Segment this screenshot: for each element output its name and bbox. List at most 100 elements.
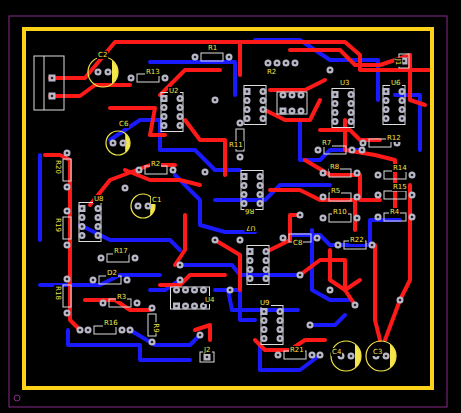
round-pad [177,95,184,102]
drill-hole [334,120,337,123]
part-label: R15 [392,183,408,191]
drill-hole [134,257,137,260]
part-label: R2 [266,68,277,76]
drill-hole [87,329,90,332]
capacitor-polarity [390,344,396,368]
round-pad [64,242,71,249]
resistor-outline [107,254,129,262]
drill-hole [385,117,388,120]
drill-hole [265,277,268,280]
round-pad [354,170,361,177]
square-pad [79,205,86,212]
part-label: C8 [292,239,303,247]
round-pad [383,97,390,104]
drill-hole [403,60,406,63]
resistor-outline [384,171,406,179]
drill-hole [249,259,252,262]
drill-hole [194,56,197,59]
round-pad [383,115,390,122]
round-pad [327,287,334,294]
round-pad [327,67,334,74]
drill-hole [385,108,388,111]
round-pad [348,91,355,98]
drill-hole [175,289,178,292]
drill-hole [411,174,414,177]
part-label: R17 [113,247,129,255]
round-pad [399,88,406,95]
round-pad [277,308,284,315]
round-pad [161,113,168,120]
drill-hole [97,216,100,219]
part-label: R16 [103,319,119,327]
square-pad [247,248,254,255]
round-pad [191,303,198,310]
round-pad [261,317,268,324]
round-pad [383,353,390,360]
round-pad [360,140,367,147]
drill-hole [350,111,353,114]
drill-hole [322,172,325,175]
drill-hole [179,115,182,118]
drill-hole [137,205,140,208]
round-pad [79,223,86,230]
round-pad [260,88,267,95]
drill-hole [81,216,84,219]
round-pad [173,287,180,294]
ic-outline [383,86,405,125]
round-pad [397,297,404,304]
ic-outline [277,92,307,114]
drill-hole [334,93,337,96]
round-pad [237,237,244,244]
round-pad [348,100,355,107]
round-pad [297,212,304,219]
ic-outline [247,246,269,285]
drill-hole [401,99,404,102]
round-pad [375,192,382,199]
drill-hole [107,71,110,74]
round-pad [289,92,296,99]
round-pad [409,172,416,179]
drill-hole [262,108,265,111]
drill-hole [299,274,302,277]
part-label: U9 [259,299,271,307]
round-pad [260,97,267,104]
ic-outline [261,306,283,345]
part-label: R5 [330,187,341,195]
resistor-outline [384,191,406,199]
round-pad [122,185,129,192]
resistor-outline [63,285,71,307]
square-pad [383,88,390,95]
round-pad [177,277,184,284]
drill-hole [214,239,217,242]
round-pad [85,327,92,334]
square-pad [261,308,268,315]
round-pad [263,275,270,282]
drill-hole [265,268,268,271]
part-label: R13 [145,68,161,76]
drill-hole [175,305,178,308]
resistor-outline [63,159,71,181]
drill-hole [202,289,205,292]
drill-hole [249,250,252,253]
round-pad [375,214,382,221]
round-pad [260,106,267,113]
round-pad [98,255,105,262]
drill-hole [356,217,359,220]
part-label: R14 [392,164,408,172]
capacitor-outline [366,341,396,371]
drill-hole [228,56,231,59]
drill-hole [265,259,268,262]
round-pad [95,214,102,221]
round-pad [283,60,290,67]
round-pad [182,303,189,310]
round-pad [244,115,251,122]
drill-hole [92,279,95,282]
drill-hole [97,207,100,210]
round-pad [409,214,416,221]
part-label: J2 [203,346,212,354]
round-pad [247,266,254,273]
drill-hole [79,329,82,332]
round-pad [64,310,71,317]
round-pad [162,75,169,82]
